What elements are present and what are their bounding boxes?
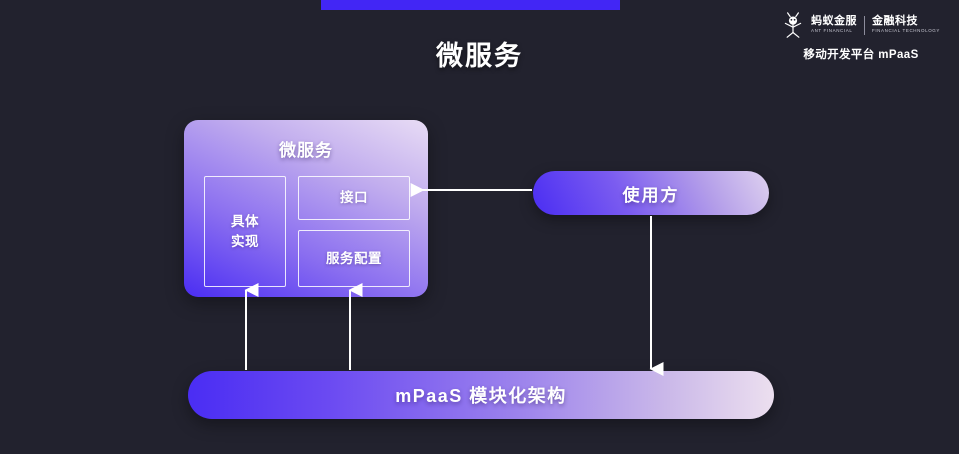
brand-name-en: ANT FINANCIAL [810, 28, 853, 34]
brand-name-cn: 蚂蚁金服 [810, 15, 857, 28]
top-accent-bar [321, 0, 620, 10]
box-interface-label: 接口 [340, 190, 368, 206]
box-service-config-label: 服务配置 [326, 250, 382, 266]
box-concrete-implementation: 具体实现 [204, 176, 286, 287]
ant-financial-logo-icon [782, 12, 804, 38]
microservice-panel-title: 微服务 [279, 141, 333, 160]
platform-bar: mPaaS 模块化架构 [188, 371, 774, 419]
brand-secondary-name: 金融科技 FINANCIAL TECHNOLOGY [872, 16, 940, 34]
brand-logos: 蚂蚁金服 ANT FINANCIAL 金融科技 FINANCIAL TECHNO… [781, 10, 941, 40]
brand-secondary-en: FINANCIAL TECHNOLOGY [871, 28, 940, 34]
microservice-panel: 微服务 具体实现 接口 服务配置 [184, 120, 428, 297]
brand-primary-name: 蚂蚁金服 ANT FINANCIAL [811, 16, 857, 34]
box-interface: 接口 [298, 176, 410, 220]
brand-block: 蚂蚁金服 ANT FINANCIAL 金融科技 FINANCIAL TECHNO… [781, 10, 941, 62]
consumer-node: 使用方 [533, 171, 769, 215]
platform-bar-label: mPaaS 模块化架构 [395, 386, 567, 406]
brand-divider [863, 15, 865, 35]
box-concrete-implementation-label: 具体实现 [231, 213, 259, 249]
brand-tagline: 移动开发平台 mPaaS [803, 49, 919, 61]
consumer-label: 使用方 [622, 185, 680, 205]
brand-secondary-cn: 金融科技 [871, 15, 918, 28]
box-service-config: 服务配置 [298, 230, 410, 287]
page-title: 微服务 [436, 41, 523, 71]
